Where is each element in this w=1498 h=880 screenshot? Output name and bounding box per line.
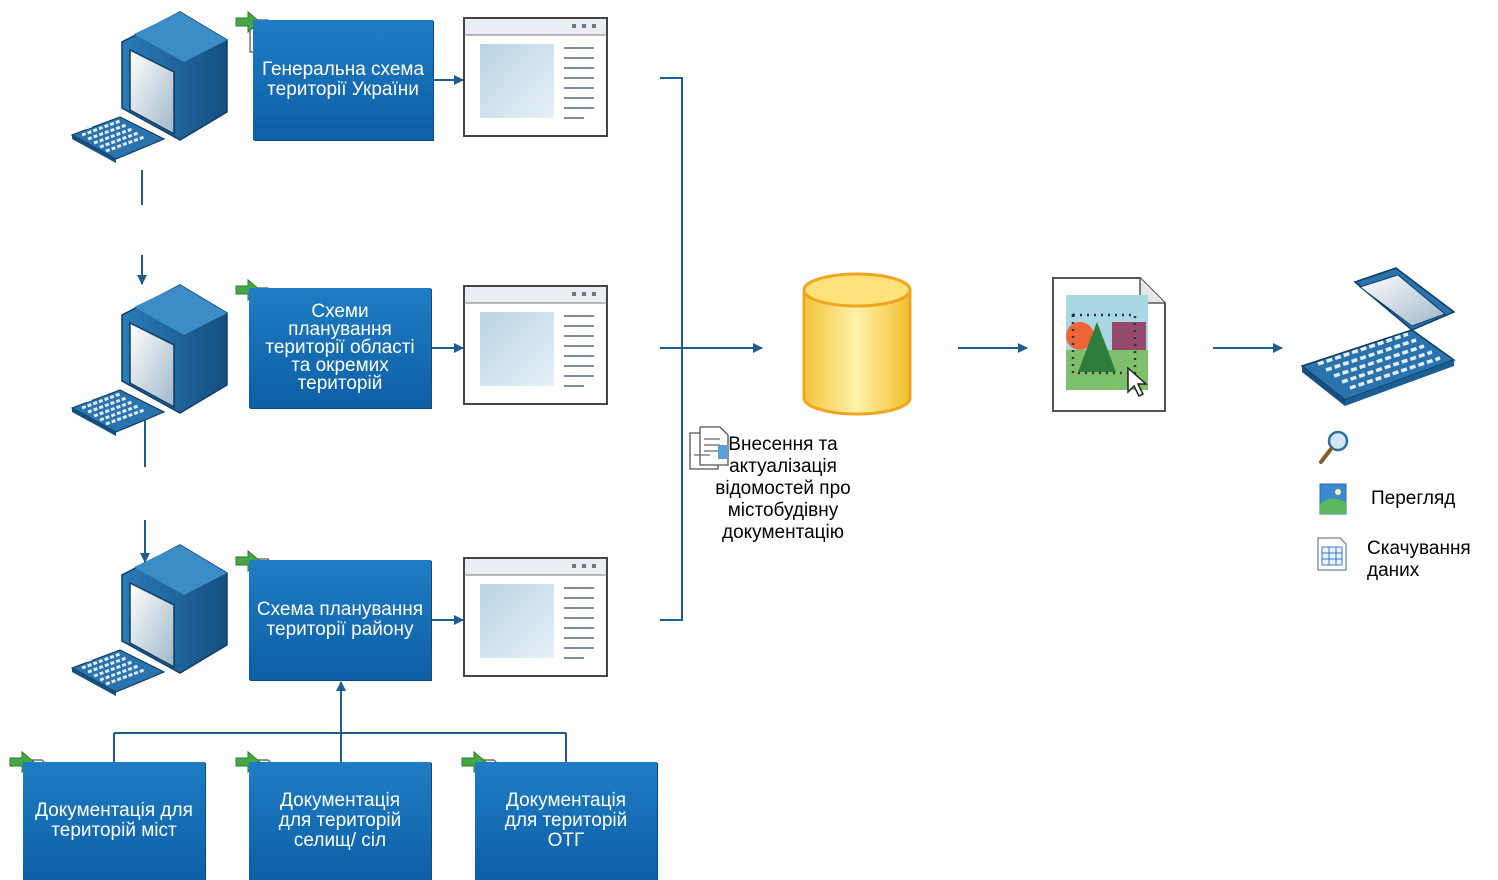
application-window-icon xyxy=(463,285,608,405)
city-docs-label: Документація для територій міст xyxy=(35,800,193,841)
report-document-icon xyxy=(689,426,729,470)
workstation-icon xyxy=(70,10,229,165)
city-docs-box: Документація для територій міст xyxy=(23,762,205,880)
workstation-icon xyxy=(70,283,229,438)
download-label: Скачування даних xyxy=(1367,538,1471,581)
settlement-docs-box: Документація для територій селищ/ сіл xyxy=(249,762,431,880)
otg-docs-label: Документація для територій ОТГ xyxy=(504,790,628,851)
application-window-icon xyxy=(463,17,608,137)
map-image-document-icon xyxy=(1052,277,1166,412)
laptop-icon xyxy=(1300,267,1456,406)
application-window-icon xyxy=(463,557,608,677)
general-scheme-box: Генеральна схема території України xyxy=(253,20,433,140)
database-cylinder-icon xyxy=(802,272,912,416)
otg-docs-box: Документація для територій ОТГ xyxy=(475,762,657,880)
general-scheme-label: Генеральна схема території України xyxy=(261,59,425,100)
district-scheme-box: Схема планування території району xyxy=(249,560,431,680)
district-scheme-label: Схема планування території району xyxy=(256,599,424,640)
process-label: Внесення та актуалізація відомостей про … xyxy=(715,434,851,543)
regional-schemes-box: Схеми планування території області та ок… xyxy=(249,288,431,408)
workstation-icon xyxy=(70,543,229,698)
settlement-docs-label: Документація для територій селищ/ сіл xyxy=(278,790,402,851)
magnifier-icon xyxy=(1319,430,1349,464)
picture-icon xyxy=(1319,483,1347,515)
view-label: Перегляд xyxy=(1371,488,1456,509)
spreadsheet-icon xyxy=(1317,537,1347,571)
regional-schemes-label: Схеми планування території області та ок… xyxy=(265,301,415,394)
